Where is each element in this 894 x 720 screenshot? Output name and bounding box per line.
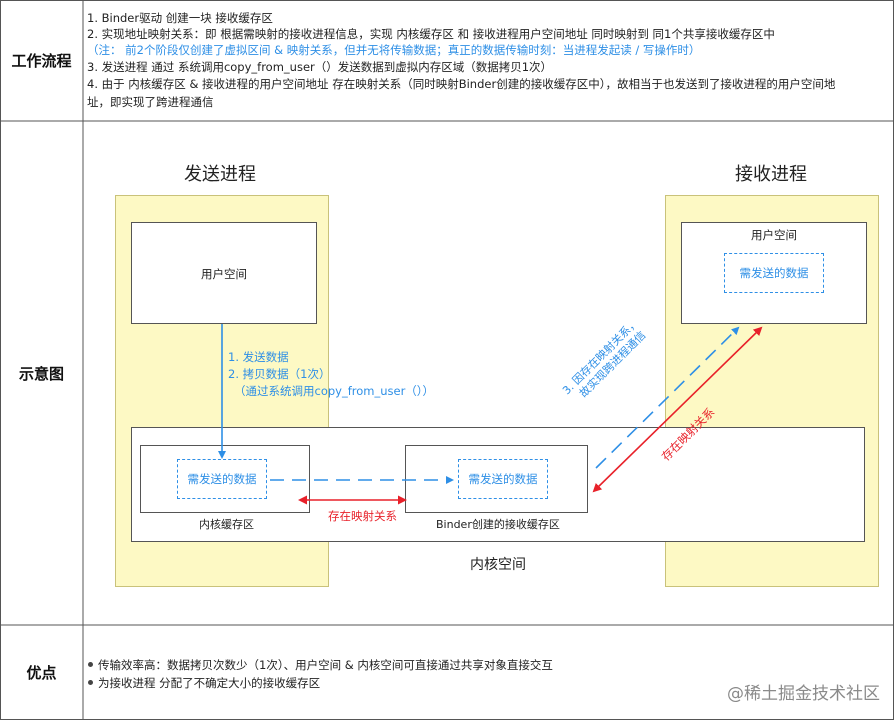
sender-title: 发送进程: [184, 164, 256, 185]
advantage-text-2: 为接收进程 分配了不确定大小的接收缓存区: [98, 676, 321, 690]
binder-data-box: 需发送的数据: [458, 459, 548, 499]
receiver-user-space-label: 用户空间: [751, 228, 797, 242]
kernel-data-box: 需发送的数据: [177, 459, 267, 499]
workflow-step-3: 3. 发送进程 通过 系统调用copy_from_user（）发送数据到虚拟内存…: [87, 60, 553, 74]
workflow-note: （注： 前2个阶段仅创建了虚拟区间 & 映射关系，但并无将传输数据；真正的数据传…: [87, 43, 701, 57]
bullet-icon: [88, 662, 93, 667]
bullet-icon: [88, 680, 93, 685]
mapping-label-horizontal: 存在映射关系: [328, 509, 397, 523]
binder-buffer-box: [405, 445, 588, 513]
receiver-title: 接收进程: [735, 164, 807, 185]
receiver-data-box: 需发送的数据: [724, 253, 824, 293]
workflow-step-2: 2. 实现地址映射关系：即 根据需映射的接收进程信息，实现 内核缓存区 和 接收…: [87, 27, 775, 41]
advantage-text-1: 传输效率高：数据拷贝次数少（1次）、用户空间 & 内核空间可直接通过共享对象直接…: [98, 658, 553, 672]
step2-note: （通过系统调用copy_from_user（））: [234, 384, 435, 398]
binder-buffer-label: Binder创建的接收缓存区: [436, 518, 560, 531]
step1-label: 1. 发送数据: [228, 350, 289, 364]
watermark: @稀土掘金技术社区: [727, 684, 880, 704]
advantage-item-1: 传输效率高：数据拷贝次数少（1次）、用户空间 & 内核空间可直接通过共享对象直接…: [87, 657, 553, 673]
workflow-step-1: 1. Binder驱动 创建一块 接收缓存区: [87, 11, 273, 25]
kernel-space-label: 内核空间: [470, 557, 526, 573]
workflow-step-4-cont: 址，即实现了跨进程通信: [87, 95, 214, 109]
row-label-advantages: 优点: [26, 664, 57, 682]
row-label-workflow: 工作流程: [11, 52, 72, 70]
kernel-buffer-label: 内核缓存区: [199, 518, 254, 531]
sender-user-space-label: 用户空间: [201, 267, 247, 281]
advantage-item-2: 为接收进程 分配了不确定大小的接收缓存区: [87, 675, 320, 691]
row-label-diagram: 示意图: [18, 364, 64, 383]
workflow-step-4: 4. 由于 内核缓存区 & 接收进程的用户空间地址 存在映射关系（同时映射Bin…: [87, 77, 836, 91]
step2-label: 2. 拷贝数据（1次）: [228, 367, 331, 381]
mapping-arrow-diagonal: [592, 326, 763, 493]
sender-user-space-box: [131, 222, 317, 324]
receiver-user-space-box: [681, 222, 867, 324]
